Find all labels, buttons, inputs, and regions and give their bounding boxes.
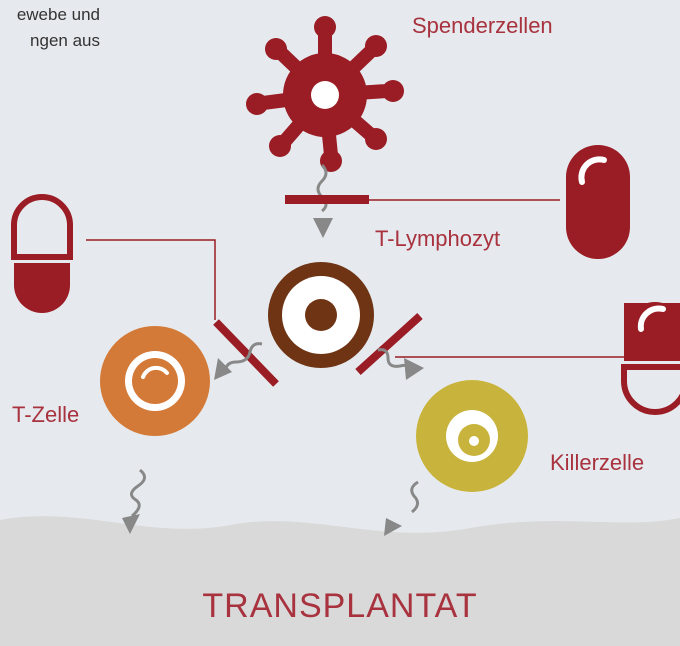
capsule-icon bbox=[624, 302, 680, 412]
wavy-arrow-icon bbox=[412, 482, 418, 512]
arrow-head-icon bbox=[313, 218, 333, 238]
wavy-arrow-icon bbox=[131, 470, 144, 516]
donor-cells-label: Spenderzellen bbox=[412, 13, 553, 39]
t-lymphocyte-label: T-Lymphozyt bbox=[375, 226, 500, 252]
killer-cell-label: Killerzelle bbox=[550, 450, 644, 476]
arrow-head-icon bbox=[404, 358, 424, 380]
capsule-icon bbox=[14, 197, 70, 313]
arrow-head-icon bbox=[214, 358, 232, 380]
blocker-bar-icon bbox=[285, 195, 369, 204]
intro-text: ewebe und ngen aus bbox=[0, 2, 100, 54]
t-cell-icon bbox=[100, 326, 210, 436]
capsule-connector bbox=[86, 240, 215, 320]
transplant-label: TRANSPLANTAT bbox=[0, 586, 680, 626]
t-lymphocyte-icon bbox=[268, 262, 374, 368]
wavy-arrow-icon bbox=[318, 165, 326, 211]
transplant-ground bbox=[0, 516, 680, 646]
capsule-icon bbox=[566, 145, 630, 259]
donor-cell-icon bbox=[246, 16, 404, 172]
t-cell-label: T-Zelle bbox=[12, 402, 79, 428]
killer-cell-icon bbox=[416, 380, 528, 492]
